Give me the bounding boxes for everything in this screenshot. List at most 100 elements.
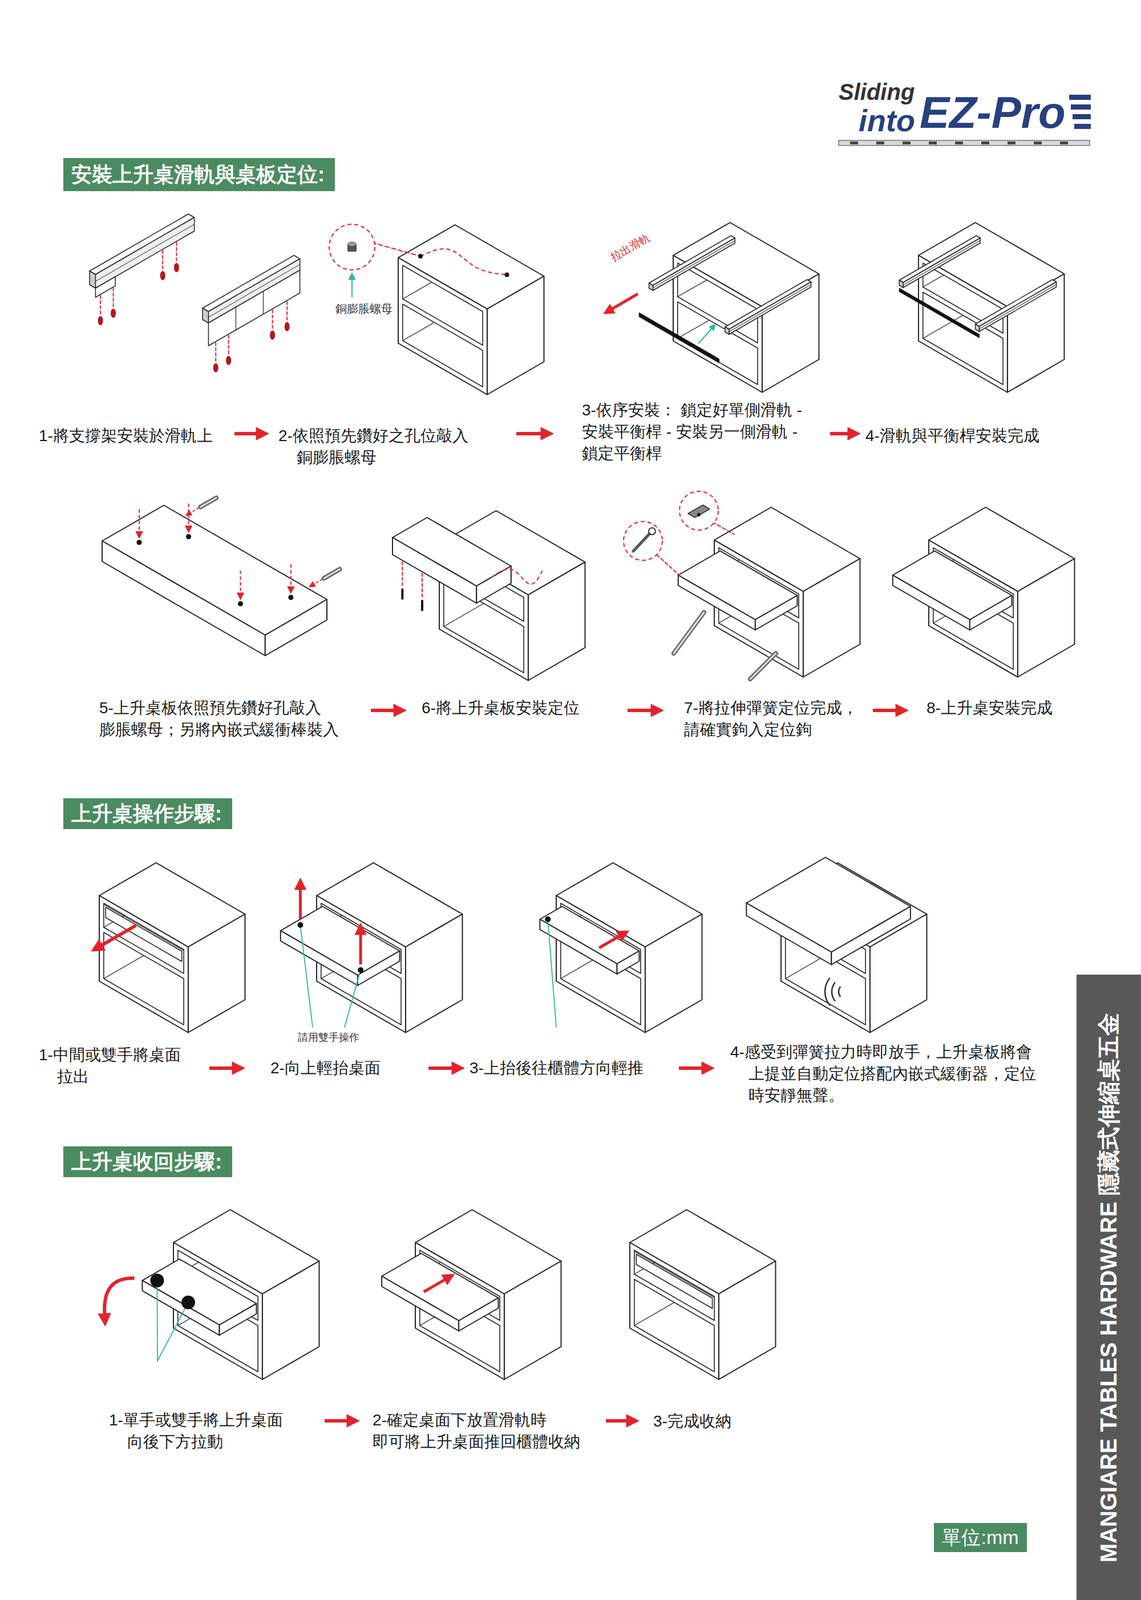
hook-detail: [648, 527, 656, 535]
node-text: 安裝上升桌滑軌與桌板定位:: [71, 160, 325, 189]
desk-board: [539, 906, 639, 975]
step-caption: 5-上升桌板依照預先鑽好孔敲入 膨脹螺母；另將內嵌式緩衝棒裝入: [99, 697, 351, 741]
step-caption: 4-滑軌與平衡桿安裝完成: [865, 425, 1071, 447]
inner-edge: [495, 475, 497, 545]
arrow-head: [847, 427, 861, 440]
cabinet-front: [99, 895, 189, 1033]
screw-leader: [286, 301, 288, 322]
screw-leader: [99, 295, 101, 317]
hand-markers: [294, 877, 367, 1027]
flow-arrow: [516, 431, 545, 436]
logo-stripe: [1074, 123, 1091, 129]
arrow-head: [540, 427, 554, 440]
rail-groove: [729, 284, 812, 333]
callout-label: 銅膨脹螺母: [335, 301, 393, 317]
arrow-head: [294, 877, 306, 890]
inner-edge: [686, 1243, 776, 1296]
spring-rod-core: [750, 653, 776, 679]
arrow-head: [626, 1414, 639, 1427]
inner-edge: [923, 308, 976, 339]
leader-line: [547, 919, 557, 1027]
marker-dot: [357, 966, 364, 973]
cabinet-interior: [677, 187, 820, 318]
node-text: 上升桌收回步驟:: [71, 1147, 222, 1176]
cabinet-side: [645, 913, 703, 1033]
guide-line: [491, 568, 544, 585]
screw-leader: [215, 342, 217, 364]
logo-rail-mark: [928, 141, 937, 145]
inner-edge: [770, 500, 772, 593]
arrow-head: [91, 939, 106, 952]
curved-arrow: [104, 1277, 135, 1314]
cabinet-interior: [677, 225, 820, 360]
callout-leader: [371, 242, 421, 257]
arrow-head: [709, 324, 716, 331]
cabinet-side: [262, 1260, 320, 1380]
label-box: 7-將拉伸彈簧定位完成， 請確實鉤入定位鉤: [684, 697, 878, 741]
rail-face: [95, 217, 194, 289]
arrow-line: [98, 925, 136, 947]
inner-edge: [496, 596, 586, 648]
arrow-head: [185, 510, 192, 516]
marker-dot: [504, 272, 510, 278]
logo-text: EZ-Pro: [919, 90, 1066, 135]
bracket-rib: [235, 306, 237, 330]
leader-line: [344, 969, 361, 1027]
arrow-head: [354, 923, 367, 935]
inner-edge: [985, 471, 986, 542]
step-caption: 6-將上升桌板安裝定位: [421, 697, 616, 719]
screw-symbol: [269, 330, 275, 340]
cabinet-front: [398, 257, 488, 395]
inner-edge: [974, 216, 976, 309]
inner-edge: [454, 228, 456, 311]
rail-groove: [979, 284, 1057, 330]
label-box: into: [858, 104, 916, 136]
inner-edge: [730, 266, 820, 318]
rail-groove: [95, 224, 194, 282]
side-band: MANGIARE TABLES HARDWARE 隱藏式伸縮桌五金: [1076, 974, 1141, 1600]
step-caption: 3-上抬後往櫃體方向輕推: [469, 1057, 658, 1079]
inner-edge: [373, 856, 374, 949]
arrow-line: [290, 564, 292, 589]
node-text: 單位:mm: [941, 1524, 1019, 1551]
arrow-head: [256, 427, 269, 440]
step-caption: 2-確定桌面下放置滑軌時 即可將上升桌面推回櫃體收納: [372, 1409, 601, 1453]
rail-groove: [652, 240, 735, 289]
label-box: 2-確定桌面下放置滑軌時 即可將上升桌面推回櫃體收納: [372, 1409, 601, 1453]
arrow-head: [895, 703, 909, 717]
callout-circle: [329, 224, 375, 270]
inner-edge: [730, 308, 820, 360]
logo-stripe: [1072, 114, 1091, 120]
arrow-line: [298, 885, 302, 920]
inner-edge: [771, 541, 861, 593]
inner-edge: [373, 896, 463, 949]
screw-symbol: [225, 355, 232, 366]
inner-edge: [729, 187, 731, 267]
rail-end: [89, 270, 96, 289]
cabinet-side: [487, 276, 545, 395]
arrow-head: [309, 581, 316, 587]
label-box: 2-向上輕抬桌面: [270, 1057, 419, 1079]
board-front: [142, 1280, 220, 1335]
screw-symbol: [421, 600, 424, 610]
rail-end: [899, 280, 904, 288]
step-caption: 2-依照預先鑽好之孔位敲入 銅膨脹螺母: [278, 425, 507, 469]
slide-rails: [603, 235, 812, 363]
cabinet: [398, 189, 544, 395]
logo-stripe: [1070, 104, 1091, 110]
logo-rail-mark: [1059, 141, 1068, 145]
marker-dot: [181, 1295, 196, 1310]
board-front: [678, 575, 756, 630]
arrow-line: [188, 503, 190, 529]
label-box: 1-單手或雙手將上升桌面 向後下方拉動: [108, 1409, 298, 1453]
logo-text: into: [858, 104, 916, 136]
label-box: 4-感受到彈簧拉力時即放手，上升桌板將會 上提並自動定位搭配內嵌式緩衝器，定位 …: [730, 1041, 1070, 1106]
rail-top: [975, 279, 1057, 327]
arrow-head: [451, 1061, 465, 1075]
step-caption: 1-單手或雙手將上升桌面 向後下方拉動: [108, 1409, 298, 1453]
desk-board: [381, 1253, 499, 1331]
cabinet-side: [504, 1260, 562, 1380]
rail-face: [903, 237, 981, 288]
step-caption: 8-上升桌安裝完成: [926, 697, 1070, 719]
rail-end: [202, 308, 209, 323]
